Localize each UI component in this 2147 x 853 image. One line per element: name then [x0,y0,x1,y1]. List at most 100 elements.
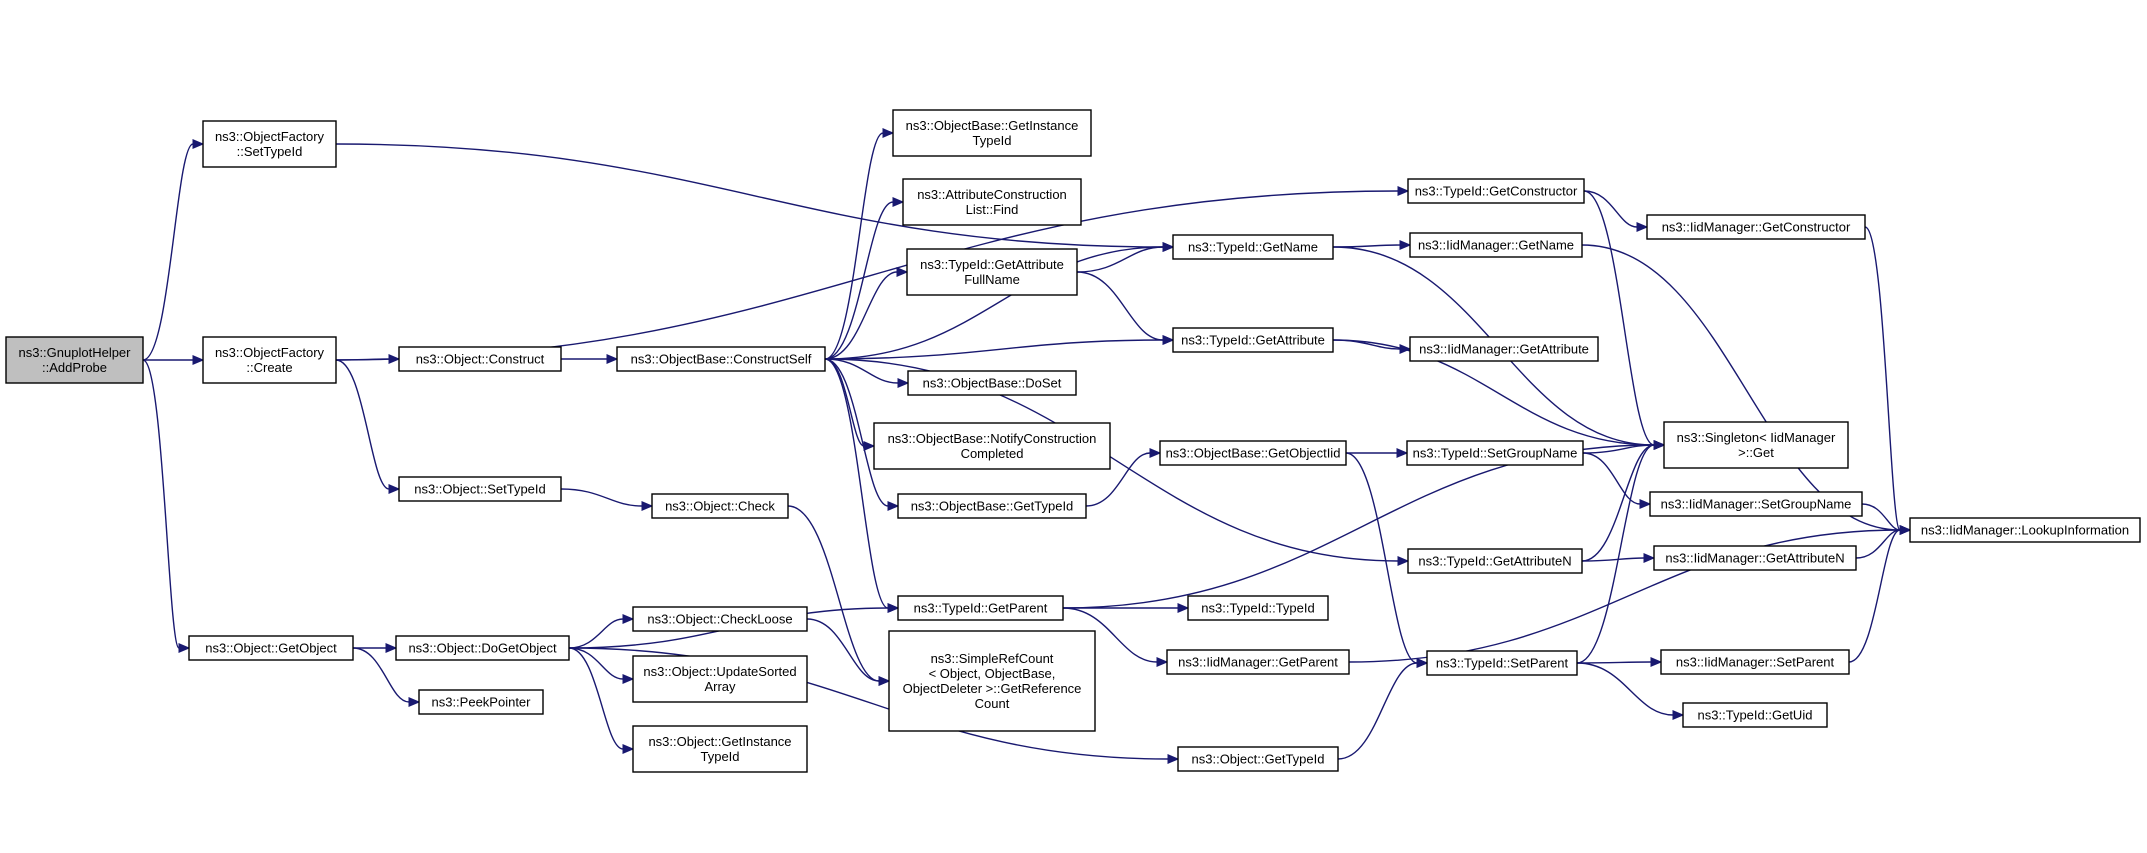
node-n36[interactable]: ns3::IidManager::GetAttributeN [1653,545,1857,571]
node-label: ns3::Object::CheckLoose [647,612,792,627]
node-n15[interactable]: ns3::TypeId::GetParent [897,595,1064,621]
node-n4[interactable]: ns3::TypeId::GetName [1172,234,1334,260]
node-label: ns3::Object::SetTypeId [414,482,546,497]
edge-arrowhead [892,197,905,207]
node-label: ns3::Object::GetInstance [648,734,791,749]
edge-n35-n39 [1861,503,1901,531]
node-box [398,346,562,372]
edge-arrowhead [1396,448,1409,458]
edge-arrowhead [622,744,635,754]
node-n35[interactable]: ns3::IidManager::SetGroupName [1649,491,1863,517]
edge-n31-n34 [1582,444,1655,454]
node-n0[interactable]: ns3::GnuplotHelper::AddProbe [5,336,144,384]
node-label: ns3::IidManager::GetConstructor [1662,220,1851,235]
node-n34[interactable]: ns3::Singleton< IidManager >::Get [1663,421,1849,469]
node-n25[interactable]: ns3::TypeId::TypeId [1187,595,1329,621]
node-n10[interactable]: ns3::ObjectBase::ConstructSelf [616,346,826,372]
edge-n36-n39 [1855,529,1901,559]
node-label: ns3::SimpleRefCount [931,651,1054,666]
edge-n10-n32 [824,358,1399,562]
node-box [888,630,1096,732]
node-label: < Object, ObjectBase, [929,666,1056,681]
node-box [418,689,544,715]
node-n31[interactable]: ns3::TypeId::SetGroupName [1406,440,1584,466]
node-label: ns3::ObjectBase::GetObjectIid [1166,446,1341,461]
edge-n21-n24 [1085,452,1151,507]
node-label: ns3::TypeId::GetAttributeN [1418,554,1571,569]
node-n5[interactable]: ns3::TypeId::GetConstructor [1407,178,1585,204]
edge-n8-n27 [568,647,1169,760]
edge-arrowhead [1397,556,1410,566]
nodes-layer: ns3::GnuplotHelper::AddProbe ns3::ObjectF… [5,109,2141,773]
edge-n10-n15 [824,358,889,609]
edge-arrowhead [897,378,910,388]
node-n28[interactable]: ns3::IidManager::GetConstructor [1646,214,1866,240]
edge-n12-n22 [806,618,880,682]
node-box [897,493,1087,519]
edge-n2-n6 [335,358,390,361]
edge-arrowhead [1643,553,1656,563]
edge-n10-n23 [824,339,1164,360]
edge-n0-n1 [142,143,194,361]
edge-arrowhead [1636,222,1649,232]
node-n38[interactable]: ns3::TypeId::GetUid [1682,702,1828,728]
edge-arrowhead [1650,657,1663,667]
node-label: ns3::Object::DoGetObject [408,641,557,656]
node-n1[interactable]: ns3::ObjectFactory::SetTypeId [202,120,337,168]
node-n29[interactable]: ns3::IidManager::GetName [1409,232,1583,258]
node-n19[interactable]: ns3::ObjectBase::DoSet [907,370,1077,396]
node-n21[interactable]: ns3::ObjectBase::GetTypeId [897,493,1087,519]
edge-n11-n22 [787,505,880,682]
node-n39[interactable]: ns3::IidManager::LookupInformation [1909,517,2141,543]
node-label: ns3::TypeId::SetGroupName [1413,446,1578,461]
node-box [616,346,826,372]
edge-n23-n34 [1332,339,1655,446]
edge-arrowhead [1399,240,1412,250]
edge-n29-n39 [1581,244,1901,531]
node-n6[interactable]: ns3::Object::Construct [398,346,562,372]
node-label: ns3::TypeId::GetName [1188,240,1318,255]
edge-arrowhead [1149,448,1162,458]
edge-arrowhead [882,128,895,138]
node-label: TypeId [972,133,1011,148]
node-n11[interactable]: ns3::Object::Check [651,493,789,519]
edge-n1-n4 [335,143,1164,248]
node-label: ns3::ObjectBase::ConstructSelf [631,352,812,367]
node-label: ns3::TypeId::GetParent [914,601,1048,616]
node-n7[interactable]: ns3::Object::SetTypeId [398,476,562,502]
node-n12[interactable]: ns3::Object::CheckLoose [632,606,808,632]
node-box [1159,440,1347,466]
node-n22[interactable]: ns3::SimpleRefCount< Object, ObjectBase,… [888,630,1096,732]
node-n37[interactable]: ns3::IidManager::SetParent [1660,649,1850,675]
edge-arrowhead [1672,710,1685,720]
edge-n5-n28 [1583,190,1638,228]
node-box [1407,548,1583,574]
node-n30[interactable]: ns3::IidManager::GetAttribute [1409,336,1599,362]
node-n27[interactable]: ns3::Object::GetTypeId [1177,746,1339,772]
node-n24[interactable]: ns3::ObjectBase::GetObjectIid [1159,440,1347,466]
node-n20[interactable]: ns3::ObjectBase::NotifyConstructionCompl… [873,422,1111,470]
node-n23[interactable]: ns3::TypeId::GetAttribute [1172,327,1334,353]
node-label: ns3::Object::Construct [416,352,545,367]
node-n32[interactable]: ns3::TypeId::GetAttributeN [1407,548,1583,574]
edge-n33-n38 [1576,662,1674,716]
edge-n18-n23 [1076,271,1164,341]
node-n33[interactable]: ns3::TypeId::SetParent [1426,650,1578,676]
node-n26[interactable]: ns3::IidManager::GetParent [1166,649,1350,675]
node-box [892,109,1092,157]
node-n8[interactable]: ns3::Object::DoGetObject [395,635,570,661]
node-n3[interactable]: ns3::Object::GetObject [188,635,354,661]
node-label: Array [704,679,736,694]
node-box [1409,336,1599,362]
edge-arrowhead [385,643,398,653]
node-n2[interactable]: ns3::ObjectFactory::Create [202,336,337,384]
edge-n8-n14 [568,647,624,750]
node-label: ns3::Object::GetTypeId [1192,752,1325,767]
node-n9[interactable]: ns3::PeekPointer [418,689,544,715]
